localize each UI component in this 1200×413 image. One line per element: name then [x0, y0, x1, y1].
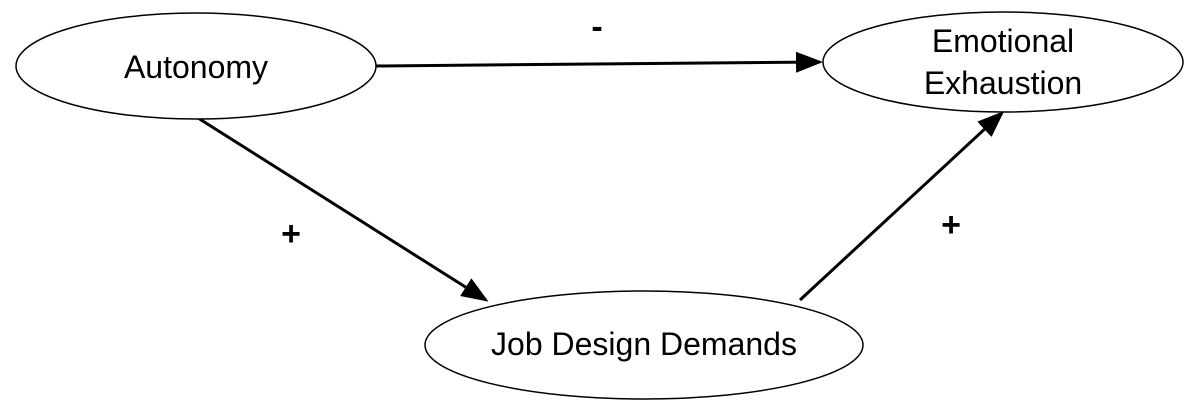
- node-emotional-exhaustion-label-line2: Exhaustion: [924, 65, 1082, 101]
- node-autonomy-label: Autonomy: [124, 49, 268, 85]
- node-job-design-demands: Job Design Demands: [424, 290, 864, 400]
- node-job-design-demands-label: Job Design Demands: [491, 326, 797, 362]
- node-emotional-exhaustion-ellipse: [822, 11, 1184, 113]
- edge-sign-positive-right: +: [941, 206, 961, 244]
- node-job-design-demands-ellipse: [424, 290, 864, 400]
- edge-autonomy-to-demands: [197, 116, 489, 302]
- node-emotional-exhaustion-label-line1: Emotional: [932, 23, 1074, 59]
- edge-sign-positive-left: +: [281, 215, 301, 253]
- edge-autonomy-to-exhaustion: [374, 51, 823, 73]
- edge-sign-negative: -: [591, 8, 602, 46]
- node-autonomy-ellipse: [15, 12, 377, 120]
- node-emotional-exhaustion: Emotional Exhaustion: [822, 11, 1184, 113]
- node-autonomy: Autonomy: [15, 12, 377, 120]
- edge-demands-to-exhaustion: [798, 110, 1005, 302]
